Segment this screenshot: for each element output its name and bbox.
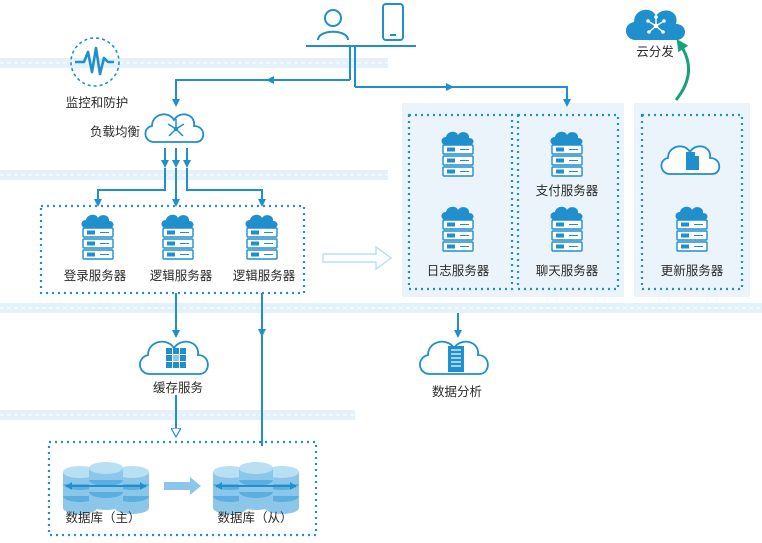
load-balancer-cloud-icon xyxy=(144,113,205,143)
log-server-icon-1 xyxy=(440,131,475,177)
cdn-upload-arrow xyxy=(674,39,691,101)
document-cloud-icon xyxy=(660,145,721,175)
cache-cloud-icon xyxy=(139,340,209,375)
log-server-label: 日志服务器 xyxy=(426,263,490,278)
flow-arrow xyxy=(322,245,393,271)
update-server-box xyxy=(640,113,744,291)
chat-server-label: 聊天服务器 xyxy=(535,263,599,278)
logic-server-icon-2 xyxy=(244,214,279,260)
monitor-label: 监控和防护 xyxy=(65,95,129,110)
server-rack-cloud-icon xyxy=(419,340,489,375)
update-server-icon xyxy=(674,206,709,252)
server-group-box xyxy=(39,204,306,295)
database-master-icon xyxy=(63,462,149,514)
log-server-icon-2 xyxy=(440,206,475,252)
database-box xyxy=(47,440,318,537)
phone-icon xyxy=(382,3,404,41)
background-bands xyxy=(0,58,762,420)
heartbeat-monitor-icon xyxy=(70,37,120,87)
database-slave-icon xyxy=(213,462,299,514)
pay-chat-box xyxy=(516,113,620,291)
pay-server-icon xyxy=(549,131,584,177)
db-slave-label: 数据库（从） xyxy=(217,510,293,525)
cache-label: 缓存服务 xyxy=(152,380,204,395)
network-cloud-icon xyxy=(625,9,685,40)
logic-server-icon-1 xyxy=(160,214,195,260)
login-server-label: 登录服务器 xyxy=(63,268,127,283)
analytics-label: 数据分析 xyxy=(431,384,483,399)
update-panel xyxy=(634,103,750,297)
replication-arrow xyxy=(164,477,201,495)
user-icon xyxy=(317,9,349,41)
logic-server-label-1: 逻辑服务器 xyxy=(149,268,213,283)
update-server-label: 更新服务器 xyxy=(660,263,724,278)
login-server-icon xyxy=(80,214,115,260)
load-balancer-label: 负载均衡 xyxy=(89,124,141,139)
cloud-distribution-label: 云分发 xyxy=(636,44,674,59)
pay-server-label: 支付服务器 xyxy=(535,183,599,198)
logic-server-label-2: 逻辑服务器 xyxy=(232,268,296,283)
db-master-label: 数据库（主） xyxy=(65,510,141,525)
chat-server-icon xyxy=(549,206,584,252)
connection-lines xyxy=(94,46,571,446)
